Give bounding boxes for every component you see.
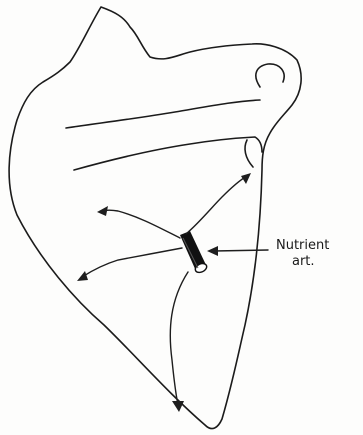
- label-pointer-arrow: [207, 246, 268, 256]
- spine-lateral-edge: [245, 140, 253, 167]
- nutrient-foramen: [180, 231, 208, 274]
- acromion-outline: [256, 64, 284, 87]
- nutrient-artery-label-line2: art.: [292, 254, 315, 270]
- nutrient-artery-label-line1: Nutrient: [276, 238, 329, 254]
- artery-branch-upper-left: [97, 206, 180, 238]
- artery-branch-down: [170, 272, 188, 412]
- spine-lower-edge: [74, 137, 262, 170]
- artery-branch-upper-right: [186, 173, 251, 234]
- artery-branch-left: [77, 248, 182, 281]
- spine-upper-edge: [66, 100, 260, 128]
